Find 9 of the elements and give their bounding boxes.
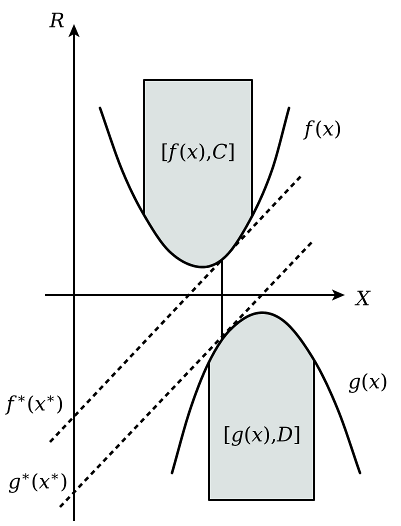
- curve-label: f(x): [303, 120, 340, 140]
- line-label: f$^{∗}$(x$^{∗}$): [5, 395, 62, 415]
- shaded-region: [f(x),C]: [143, 79, 253, 268]
- line-label: g$^{∗}$(x$^{∗}$): [8, 473, 66, 493]
- axis-label: X: [354, 290, 371, 306]
- connector-line: [221, 260, 223, 340]
- curve-label: g(x): [348, 373, 386, 393]
- axis-label: R: [49, 12, 64, 28]
- shaded-region: [g(x),D]: [208, 312, 315, 501]
